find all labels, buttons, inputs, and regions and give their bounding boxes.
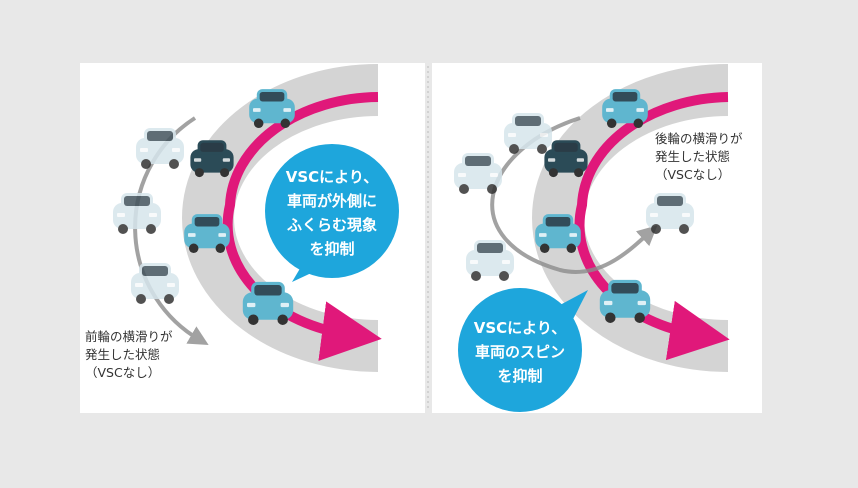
left-speech-bubble (265, 144, 399, 282)
right-speech-bubble (458, 288, 588, 412)
right-bubble-text: VSCにより、 車両のスピン を抑制 (473, 319, 567, 385)
left-bubble-text: VSCにより、 車両が外側に ふくらむ現象 を抑制 (285, 168, 379, 258)
left-panel (80, 63, 425, 413)
right-caption: 後輪の横滑りが 発生した状態 （VSCなし） (655, 131, 743, 182)
right-spin-arrow (490, 116, 658, 274)
left-caption: 前輪の横滑りが 発生した状態 （VSCなし） (85, 329, 173, 380)
right-panel (432, 63, 762, 413)
